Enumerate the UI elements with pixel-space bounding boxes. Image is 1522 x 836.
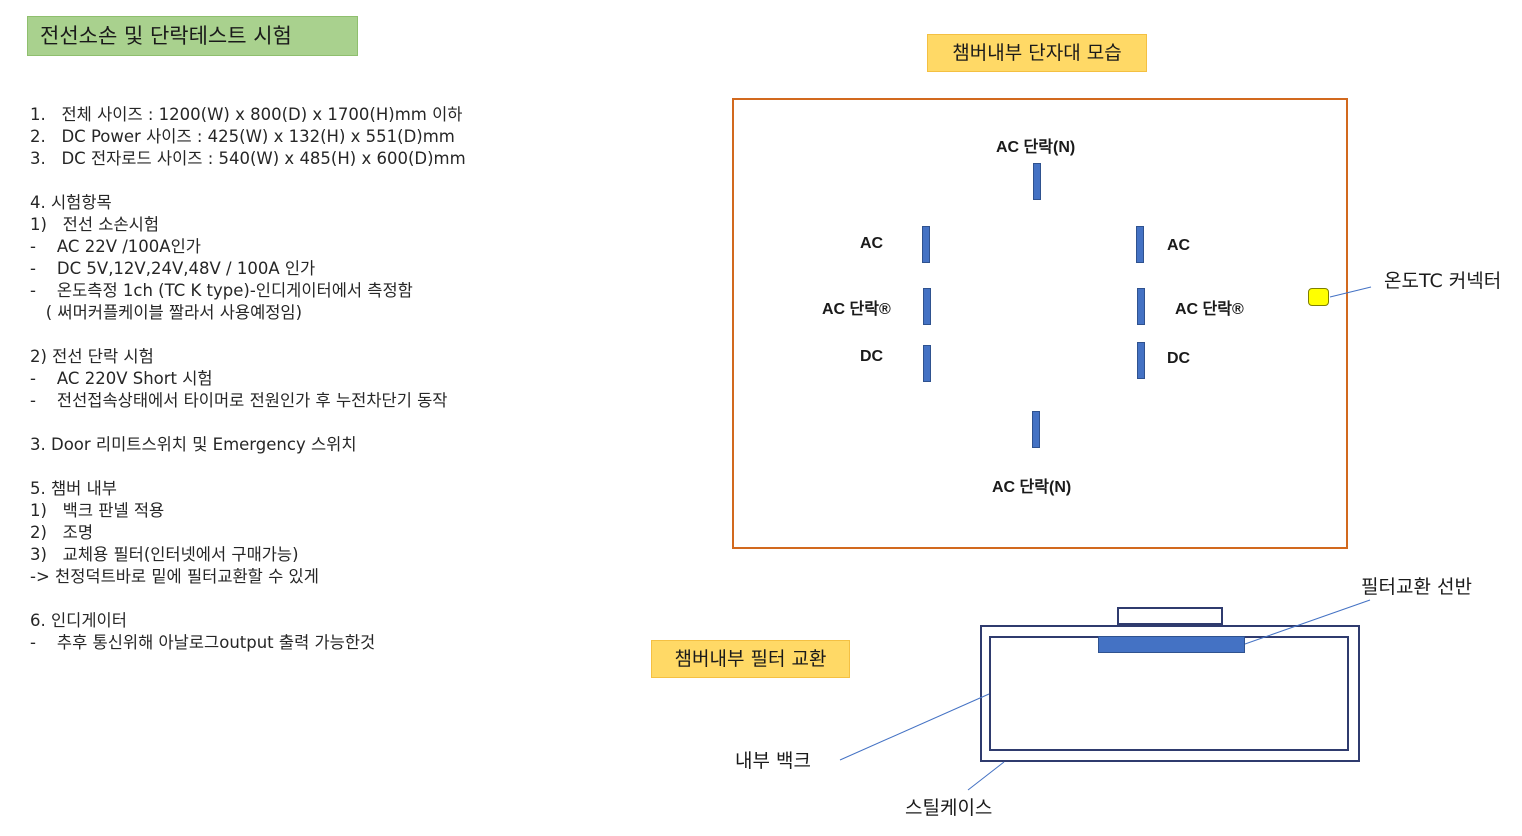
steel-case-outline [980, 625, 1360, 762]
terminal-section-label: 챔버내부 단자대 모습 [927, 34, 1147, 72]
spec-line: 1) 전선 소손시험 [30, 215, 159, 234]
spec-line: 5. 챔버 내부 [30, 479, 117, 498]
spec-line: 2) 조명 [30, 523, 94, 542]
spec-line: 3. Door 리미트스위치 및 Emergency 스위치 [30, 435, 357, 454]
terminal-bar-left-short [923, 288, 931, 325]
spec-line: - 전선접속상태에서 타이머로 전원인가 후 누전차단기 동작 [30, 391, 448, 410]
terminal-bar-right-ac [1136, 226, 1144, 263]
spec-line: 1. 전체 사이즈 : 1200(W) x 800(D) x 1700(H)mm… [30, 105, 463, 124]
terminal-bar-left-dc [923, 345, 931, 382]
terminal-label-left-short: AC 단락® [822, 301, 891, 318]
filter-shelf-label: 필터교환 선반 [1361, 576, 1472, 598]
top-duct-slot [1117, 607, 1223, 625]
chamber-terminal-frame [732, 98, 1348, 549]
spec-line: 3) 교체용 필터(인터넷에서 구매가능) [30, 545, 299, 564]
spec-line: - 온도측정 1ch (TC K type)-인디게이터에서 측정함 [30, 281, 413, 300]
inner-back-label: 내부 백크 [735, 750, 811, 772]
terminal-label-right-dc: DC [1167, 350, 1191, 367]
filter-section-label: 챔버내부 필터 교환 [651, 640, 850, 678]
spec-line: 2. DC Power 사이즈 : 425(W) x 132(H) x 551(… [30, 127, 455, 146]
specification-list: 1. 전체 사이즈 : 1200(W) x 800(D) x 1700(H)mm… [30, 104, 590, 654]
tc-connector-leader [1329, 286, 1372, 298]
steel-case-label: 스틸케이스 [905, 797, 993, 819]
terminal-bar-bottom [1032, 411, 1040, 448]
spec-line: 3. DC 전자로드 사이즈 : 540(W) x 485(H) x 600(D… [30, 149, 466, 168]
page-title: 전선소손 및 단락테스트 시험 [27, 16, 358, 56]
spec-line: 4. 시험항목 [30, 193, 112, 212]
spec-line: - AC 220V Short 시험 [30, 369, 213, 388]
filter-shelf [1098, 636, 1245, 653]
terminal-label-left-ac: AC [860, 235, 884, 252]
spec-line: ( 써머커플케이블 짤라서 사용예정임) [30, 303, 303, 322]
tc-connector [1308, 288, 1329, 306]
terminal-label-top: AC 단락(N) [996, 139, 1076, 156]
spec-line: 6. 인디게이터 [30, 611, 127, 630]
spec-line: 1) 백크 판넬 적용 [30, 501, 165, 520]
spec-line: 2) 전선 단락 시험 [30, 347, 154, 366]
filter-shelf-leader [1244, 599, 1371, 645]
terminal-label-bottom: AC 단락(N) [992, 479, 1072, 496]
terminal-bar-left-ac [922, 226, 930, 263]
spec-line: - 추후 통신위해 아날로그output 출력 가능한것 [30, 633, 376, 652]
terminal-bar-right-short [1137, 288, 1145, 325]
tc-connector-label: 온도TC 커넥터 [1384, 270, 1502, 292]
spec-line: - DC 5V,12V,24V,48V / 100A 인가 [30, 259, 316, 278]
terminal-label-left-dc: DC [860, 348, 884, 365]
terminal-label-right-short: AC 단락® [1175, 301, 1244, 318]
spec-line: -> 천정덕트바로 밑에 필터교환할 수 있게 [30, 567, 319, 586]
terminal-label-right-ac: AC [1167, 237, 1191, 254]
steel-case-leader [967, 761, 1005, 791]
spec-line: - AC 22V /100A인가 [30, 237, 201, 256]
inner-back-leader [839, 693, 990, 761]
terminal-bar-right-dc [1137, 342, 1145, 379]
terminal-bar-top [1033, 163, 1041, 200]
